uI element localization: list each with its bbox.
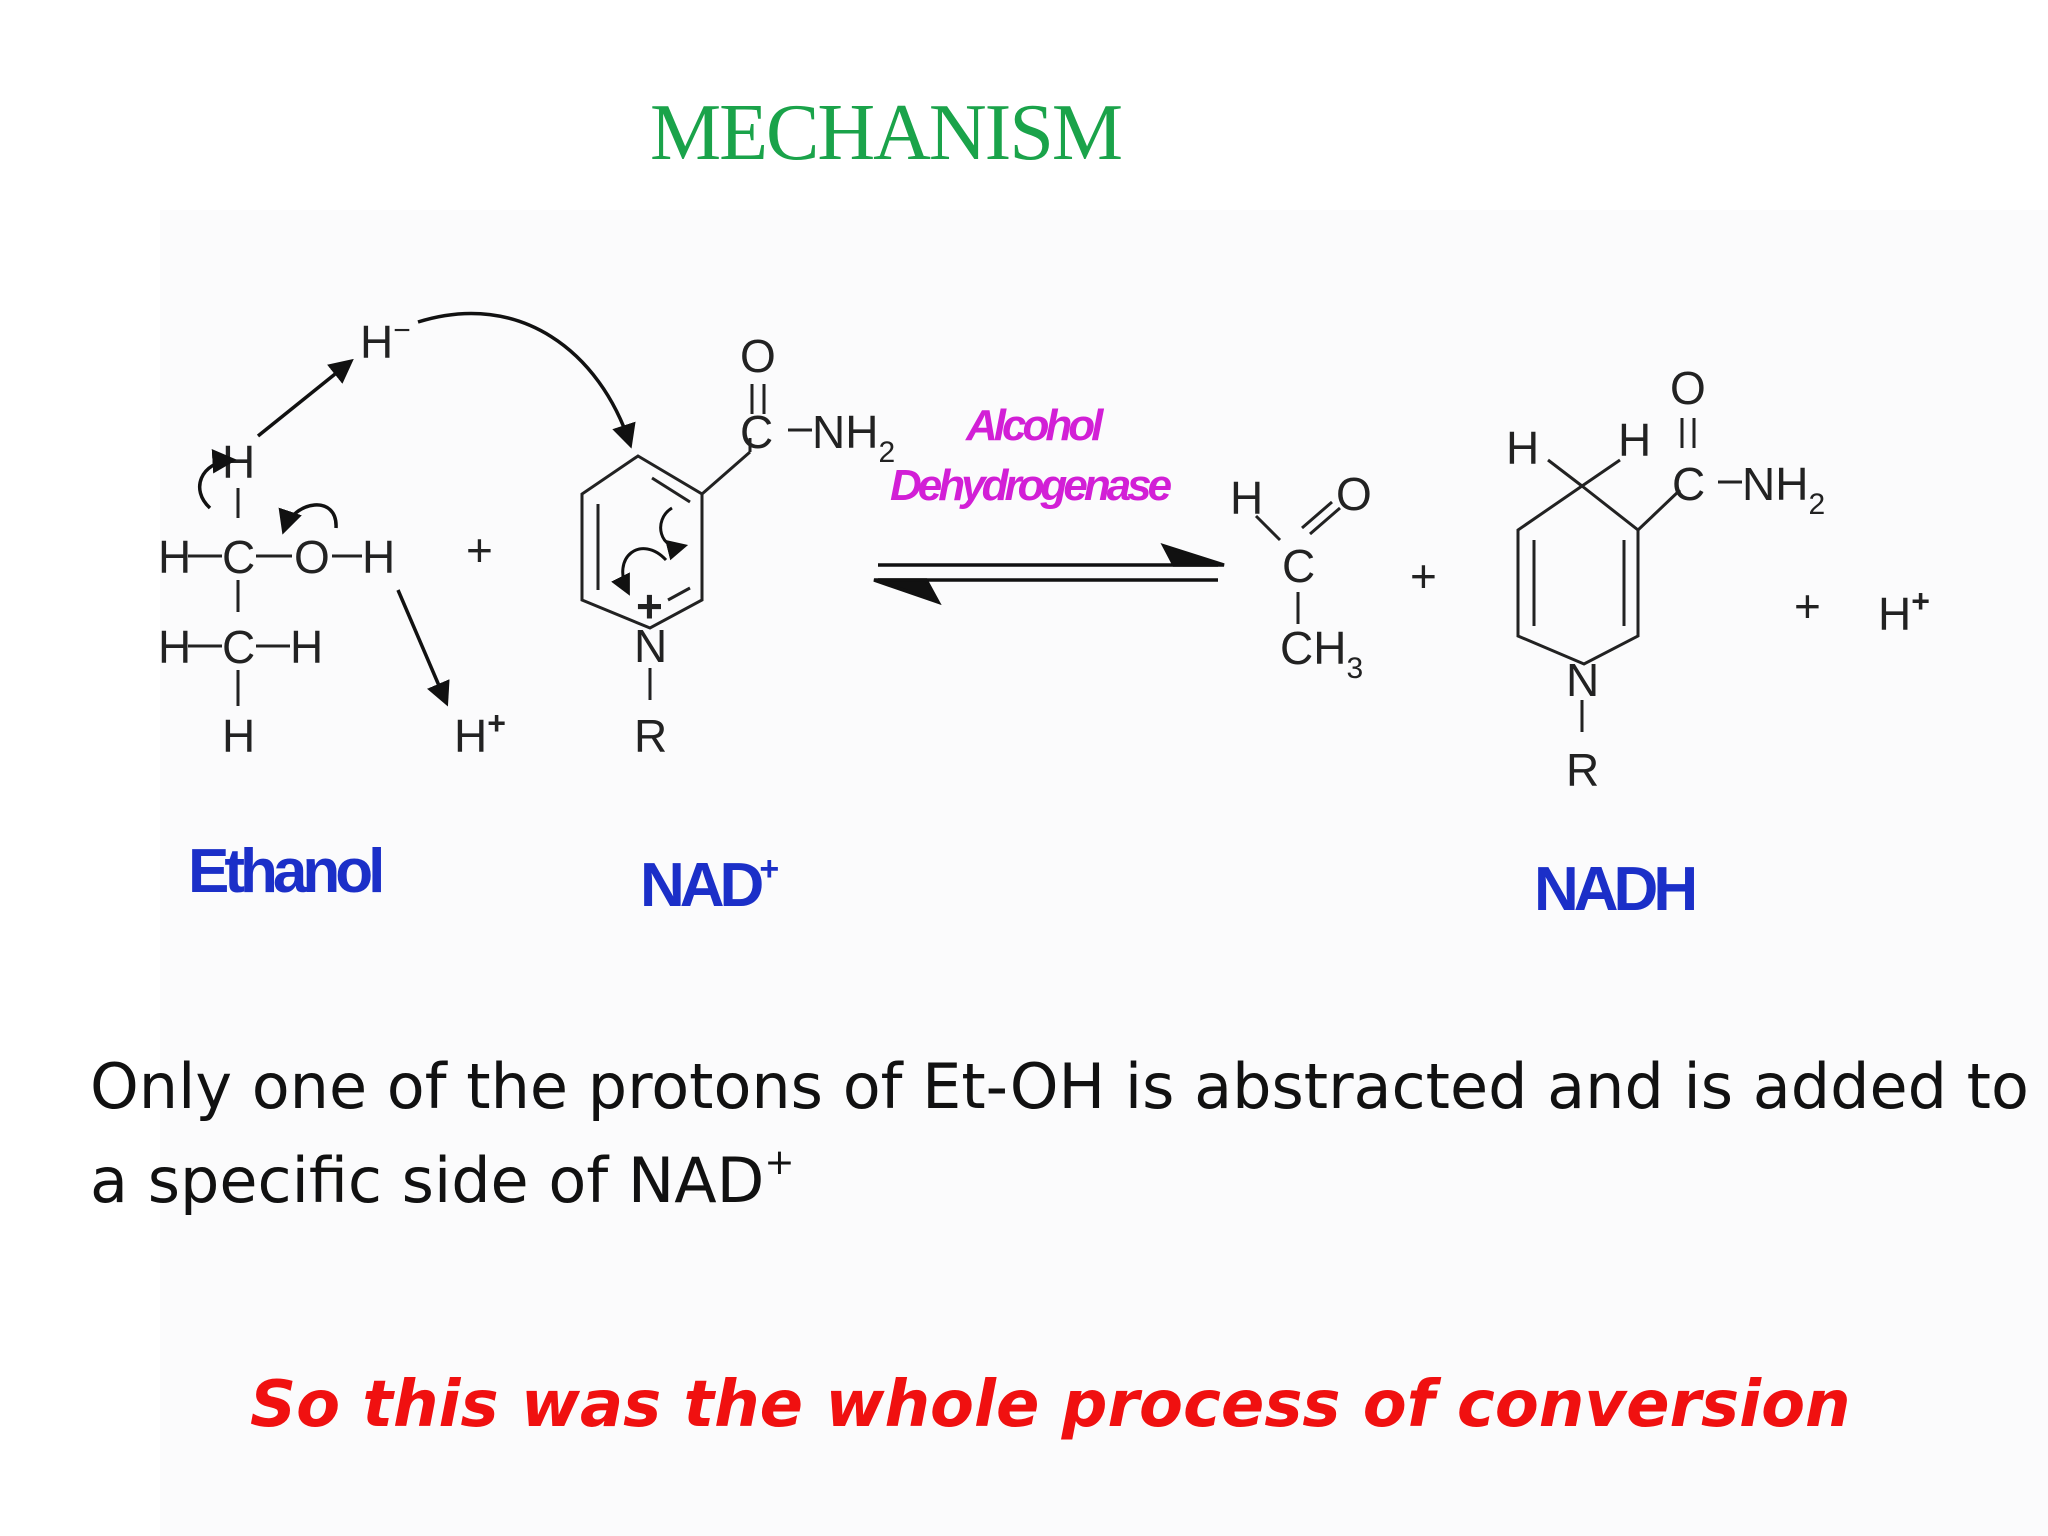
explanation-text: Only one of the protons of Et-OH is abst…	[90, 1040, 2040, 1228]
plus-sign: +	[1794, 580, 1821, 632]
explanation-text-main: Only one of the protons of Et-OH is abst…	[90, 1050, 2029, 1217]
atom-h: H	[290, 621, 323, 673]
atom-h: H	[158, 531, 191, 583]
atom-o: O	[740, 330, 776, 382]
electron-arrows	[198, 311, 636, 707]
atom-c: C	[740, 406, 773, 458]
ethanol-structure	[188, 488, 362, 706]
nad-ring-arrows	[611, 506, 689, 596]
proton-label: H+	[454, 705, 506, 762]
plus-sign: +	[466, 524, 493, 576]
arrow-hydride-to-nad	[417, 311, 636, 449]
atom-n: N	[1566, 654, 1599, 706]
atom-r: R	[1566, 744, 1599, 796]
atom-h: H	[362, 531, 395, 583]
proton-product: H+	[1878, 583, 1930, 640]
conclusion-text: So this was the whole process of convers…	[250, 1368, 1851, 1442]
atom-c: C	[1672, 458, 1705, 510]
nadh-ring	[1516, 418, 1742, 732]
curved-arrow-c-h	[198, 449, 237, 510]
equilibrium-arrows	[873, 543, 1225, 606]
atom-c: C	[1282, 540, 1315, 592]
atom-h: H	[1618, 414, 1651, 466]
atom-h: H	[1230, 472, 1263, 524]
atom-o: O	[294, 531, 330, 583]
atom-h: H	[158, 621, 191, 673]
atom-ch3: CH3	[1280, 622, 1363, 685]
nad-atoms: O C NH2 N + R	[634, 330, 895, 762]
ethanol-atoms: H H C O H H C H H	[158, 436, 395, 762]
label-nadh: NADH	[1534, 855, 1694, 924]
atom-o: O	[1670, 362, 1706, 414]
atom-nh2: NH2	[1742, 458, 1825, 521]
atom-c: C	[222, 621, 255, 673]
curved-arrow-o-h	[278, 503, 338, 535]
atom-h: H	[222, 710, 255, 762]
nad-ring	[580, 384, 812, 700]
explanation-superscript: +	[764, 1142, 795, 1183]
label-ethanol: Ethanol	[188, 837, 381, 906]
acetaldehyde-structure	[1254, 500, 1341, 624]
atom-o: O	[1336, 468, 1372, 520]
enzyme-label-line1: Alcohol	[965, 401, 1104, 450]
arrow-proton-release	[396, 589, 450, 707]
label-nad: NAD+	[640, 850, 778, 920]
enzyme-label-line2: Dehydrogenase	[890, 461, 1172, 510]
acetaldehyde-atoms: H O C CH3	[1230, 468, 1372, 685]
atom-r: R	[634, 710, 667, 762]
ring-plus-charge: +	[636, 580, 663, 632]
atom-n: N	[634, 620, 667, 672]
hydride-label: H−	[360, 314, 411, 368]
slide-title: MECHANISM	[650, 89, 1123, 177]
arrow-h-to-hydride	[256, 358, 354, 438]
diagram-panel	[160, 210, 2048, 1536]
atom-h: H	[1506, 422, 1539, 474]
nadh-atoms: H H O C NH2 N R	[1506, 362, 1825, 796]
atom-c: C	[222, 531, 255, 583]
plus-sign: +	[1410, 550, 1437, 602]
atom-nh2: NH2	[812, 406, 895, 469]
